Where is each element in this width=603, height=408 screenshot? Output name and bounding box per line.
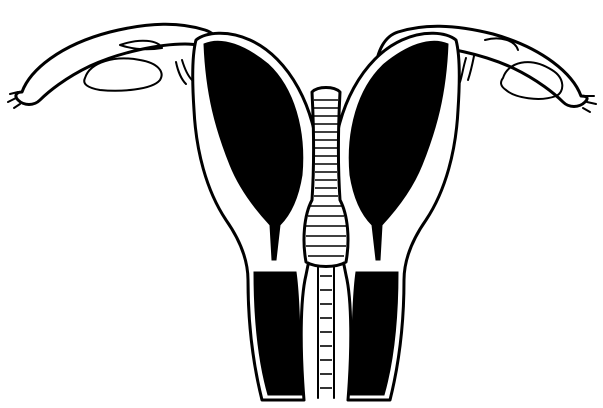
- right-uterine-body: [334, 33, 460, 400]
- left-uterine-body: [193, 33, 319, 400]
